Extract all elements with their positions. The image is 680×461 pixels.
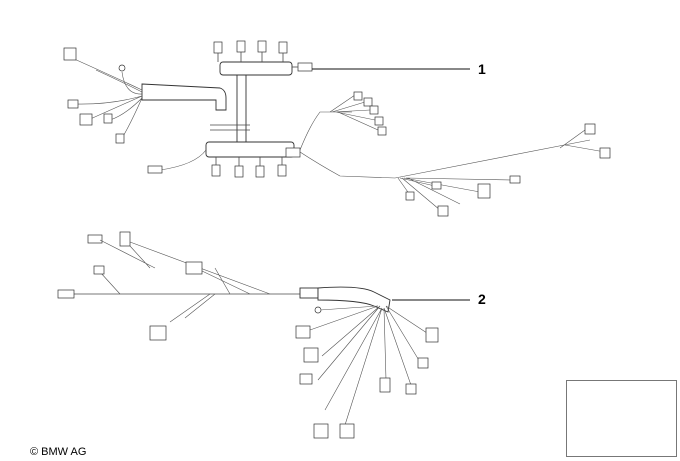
harness-1 [63, 40, 611, 217]
copyright-text: © BMW AG [30, 446, 87, 458]
callout-1-label: 1 [478, 61, 486, 77]
callout-2-label: 2 [478, 291, 486, 307]
locator-thumbnail [566, 380, 677, 457]
harness-2 [57, 231, 470, 439]
